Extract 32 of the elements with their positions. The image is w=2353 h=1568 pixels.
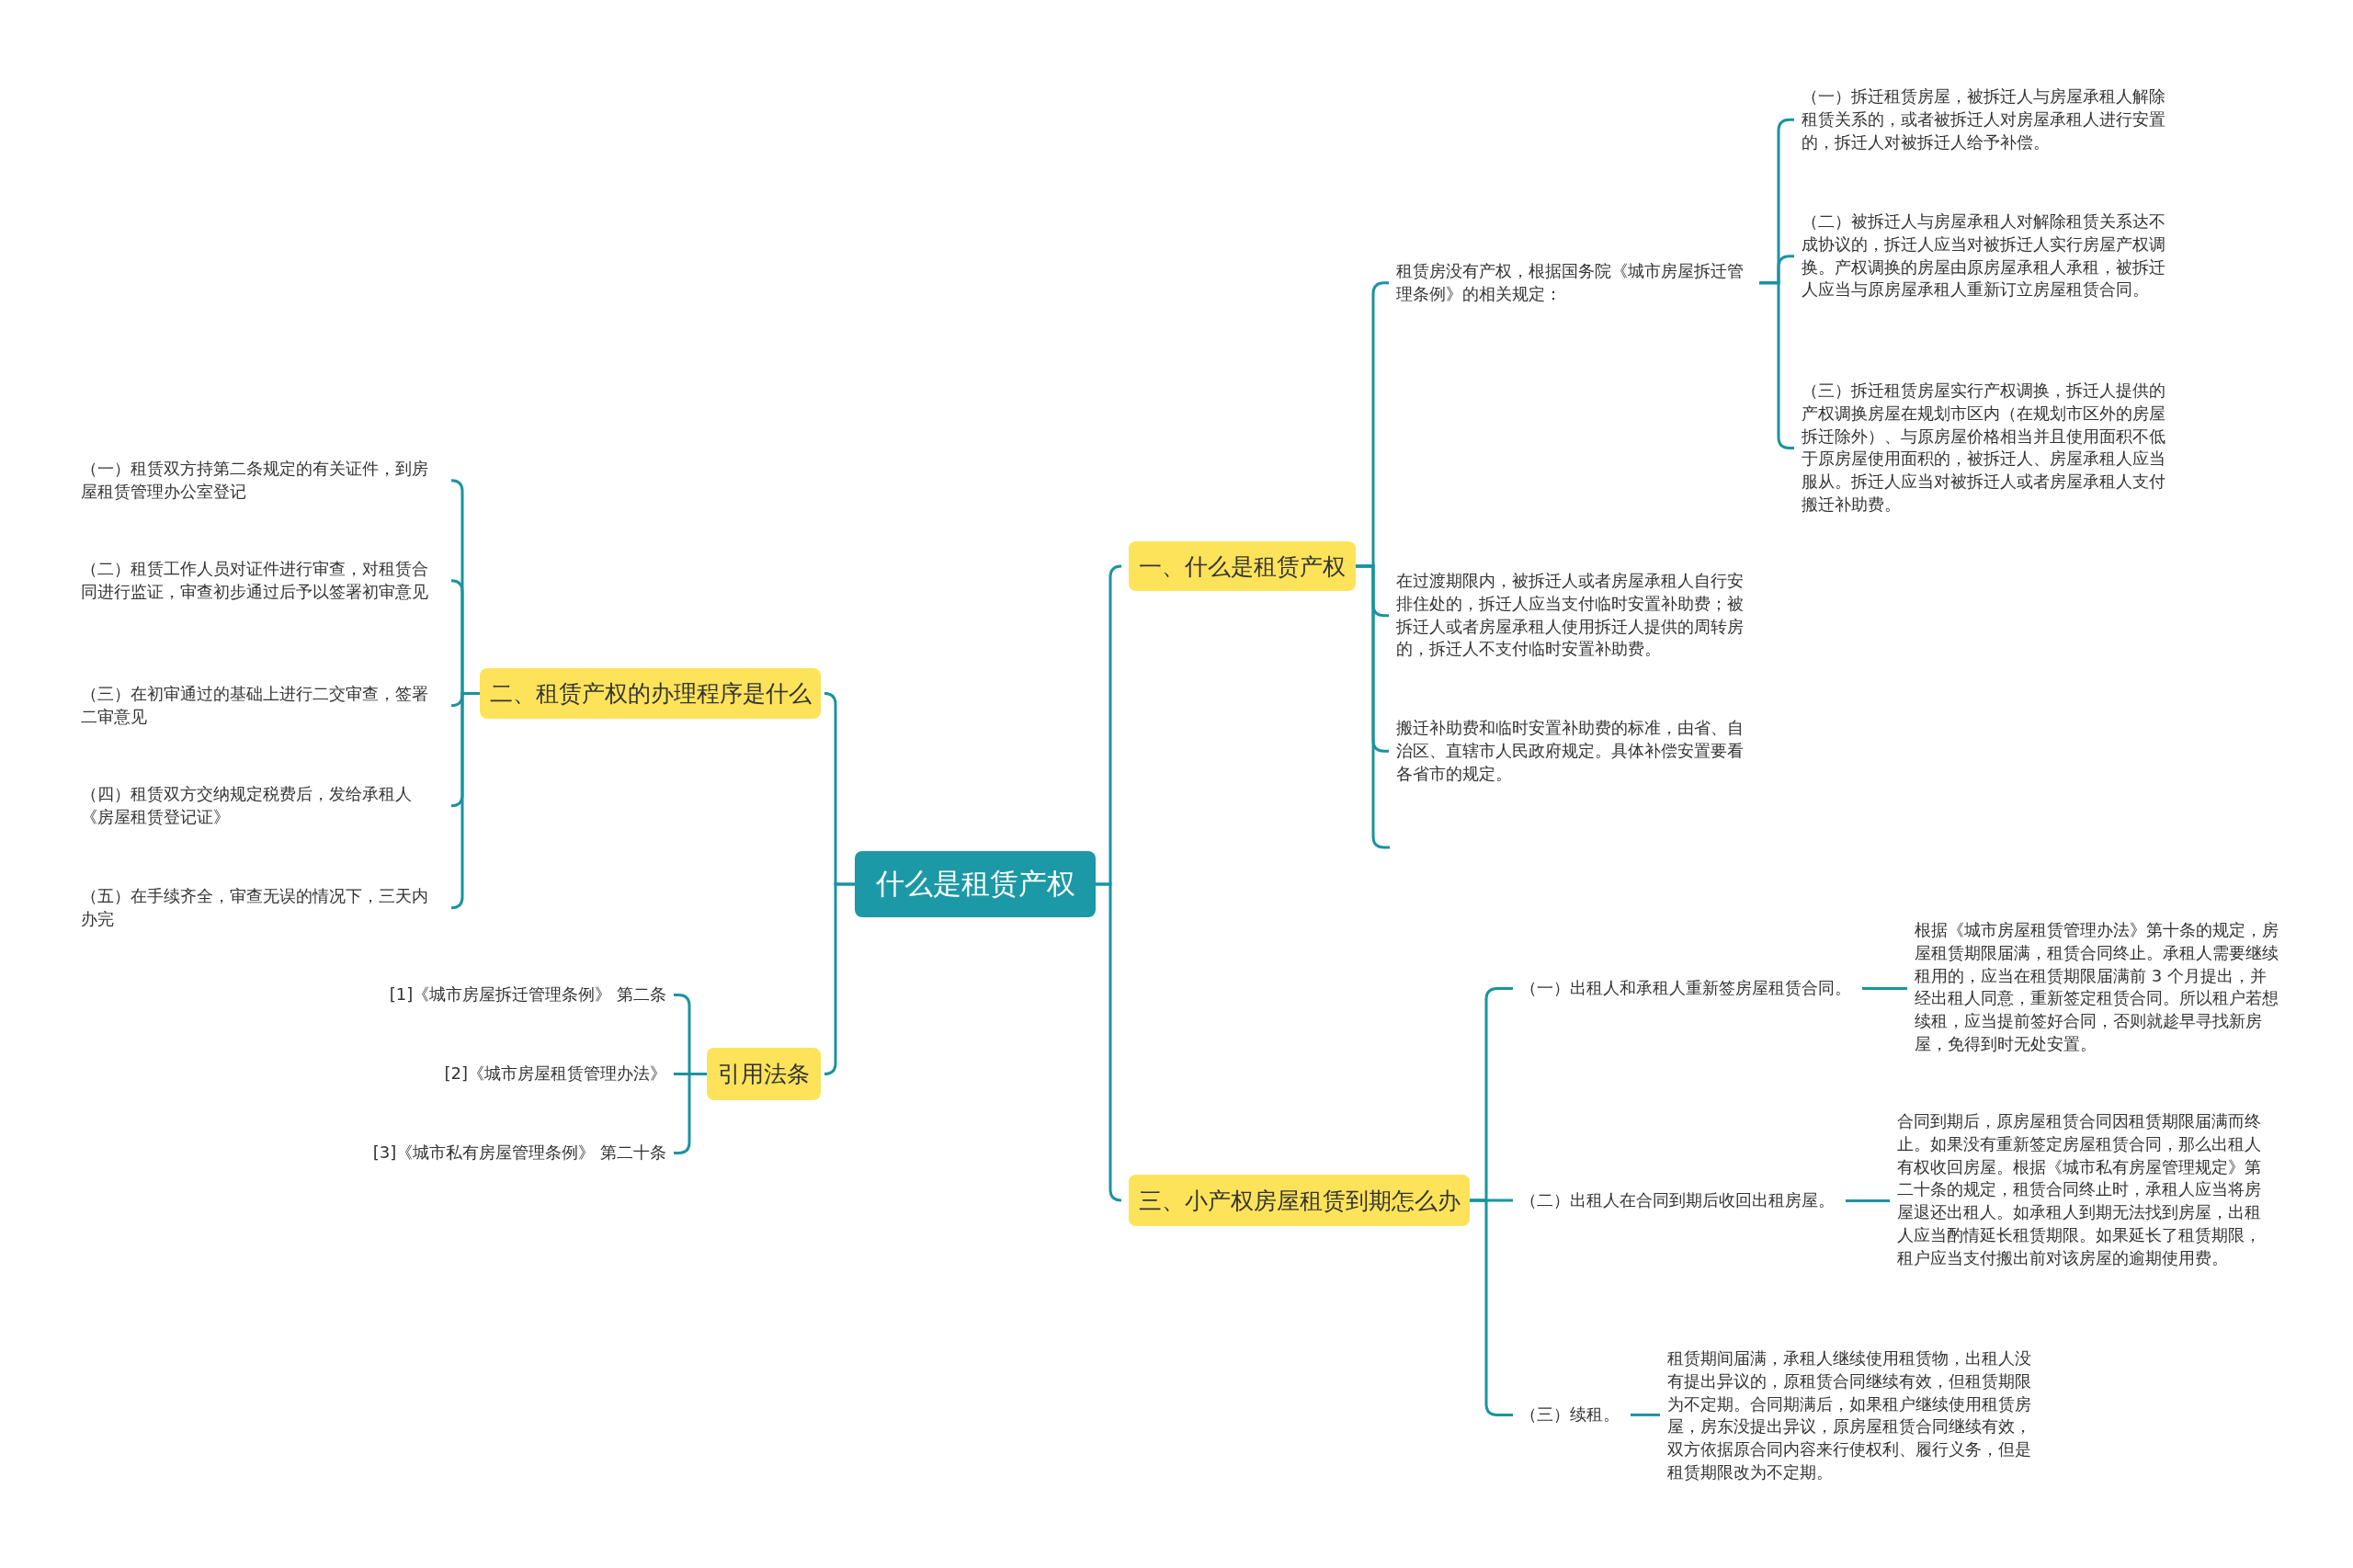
branch-text: 搬迁补助费和临时安置补助费的标准，由省、自治区、直辖市人民政府规定。具体补偿安置要看各省市的规定。	[1396, 717, 1759, 786]
topic-box: 一、什么是租赁产权	[1129, 541, 1356, 591]
connector-line	[449, 692, 480, 910]
branch-text: [3]《城市私有房屋管理条例》 第二十条	[299, 1142, 666, 1165]
branch-text: （三）在初审通过的基础上进行二交审查，签署二审意见	[81, 683, 444, 729]
branch-text: 根据《城市房屋租赁管理办法》第十条的规定，房屋租赁期限届满，租赁合同终止。承租人需要继续租用的，应当在租赁期限届满前 3 个月提出，并经出租人同意，重新签定租赁合同。所以租户若想续租，应当提前签好合同，否则就趁早寻找新房屋，免得到时无处安置。	[1915, 919, 2282, 1056]
connector-line	[1356, 564, 1390, 849]
branch-text: （二）租赁工作人员对证件进行审查，对租赁合同进行监证，审查初步通过后予以签署初审意见	[81, 558, 444, 604]
topic-box: 二、租赁产权的办理程序是什么	[480, 668, 821, 719]
branch-text: （一）出租人和承租人重新签房屋租赁合同。	[1520, 977, 1851, 1000]
connector-line	[1096, 882, 1123, 1202]
branch-text: （一）拆迁租赁房屋，被拆迁人与房屋承租人解除租赁关系的，或者被拆迁人对房屋承租人进行安置的，拆迁人对被拆迁人给予补偿。	[1802, 85, 2169, 154]
branch-text: 租赁期间届满，承租人继续使用租赁物，出租人没有提出异议的，原租赁合同继续有效，但租赁期限为不定期。合同期满后，如果租户继续使用租赁房屋，房东没提出异议，原房屋租赁合同继续有效，双方依据原合同内容来行使权利、履行义务，但是租赁期限改为不定期。	[1667, 1347, 2035, 1484]
branch-text: 合同到期后，原房屋租赁合同因租赁期限届满而终止。如果没有重新签定房屋租赁合同，那么出租人有权收回房屋。根据《城市私有房屋管理规定》第二十条的规定，租赁合同终止时，承租人应当将房屋退还出租人。如承租人到期无法找到房屋，出租人应当酌情延长租赁期限。如果延长了租赁期限，租户应当支付搬出前对该房屋的逾期使用费。	[1897, 1110, 2265, 1270]
connector-line	[1862, 986, 1907, 990]
branch-text: （四）租赁双方交纳规定税费后，发给承租人《房屋租赁登记证》	[81, 783, 444, 829]
topic-box: 引用法条	[707, 1048, 821, 1100]
connector-line	[823, 882, 855, 1075]
branch-text: [1]《城市房屋拆迁管理条例》 第二条	[299, 983, 666, 1006]
topic-box: 三、小产权房屋租赁到期怎么办	[1129, 1175, 1470, 1226]
branch-text: （一）租赁双方持第二条规定的有关证件，到房屋租赁管理办公室登记	[81, 458, 444, 504]
central-topic-box: 什么是租赁产权	[855, 851, 1096, 917]
connector-line	[1846, 1199, 1890, 1202]
branch-text: （三）续租。	[1520, 1403, 1620, 1426]
connector-line	[1631, 1413, 1660, 1416]
branch-text: （二）出租人在合同到期后收回出租房屋。	[1520, 1189, 1835, 1212]
branch-text: （三）拆迁租赁房屋实行产权调换，拆迁人提供的产权调换房屋在规划市区内（在规划市区外的房屋拆迁除外）、与原房屋价格相当并且使用面积不低于原房屋使用面积的，被拆迁人、房屋承租人应当服从。拆迁人应当对被拆迁人或者房屋承租人支付搬迁补助费。	[1802, 380, 2169, 517]
branch-text: 租赁房没有产权，根据国务院《城市房屋拆迁管理条例》的相关规定：	[1396, 260, 1759, 306]
branch-text: （五）在手续齐全，审查无误的情况下，三天内办完	[81, 885, 444, 931]
branch-text: （二）被拆迁人与房屋承租人对解除租赁关系达不成协议的，拆迁人应当对被拆迁人实行房屋产权调换。产权调换的房屋由原房屋承租人承租，被拆迁人应当与原房屋承租人重新订立房屋租赁合同。	[1802, 210, 2169, 302]
branch-text: 在过渡期限内，被拆迁人或者房屋承租人自行安排住处的，拆迁人应当支付临时安置补助费；被拆迁人或者房屋承租人使用拆迁人提供的周转房的，拆迁人不支付临时安置补助费。	[1396, 570, 1759, 662]
branch-text: [2]《城市房屋租赁管理办法》	[299, 1062, 666, 1085]
